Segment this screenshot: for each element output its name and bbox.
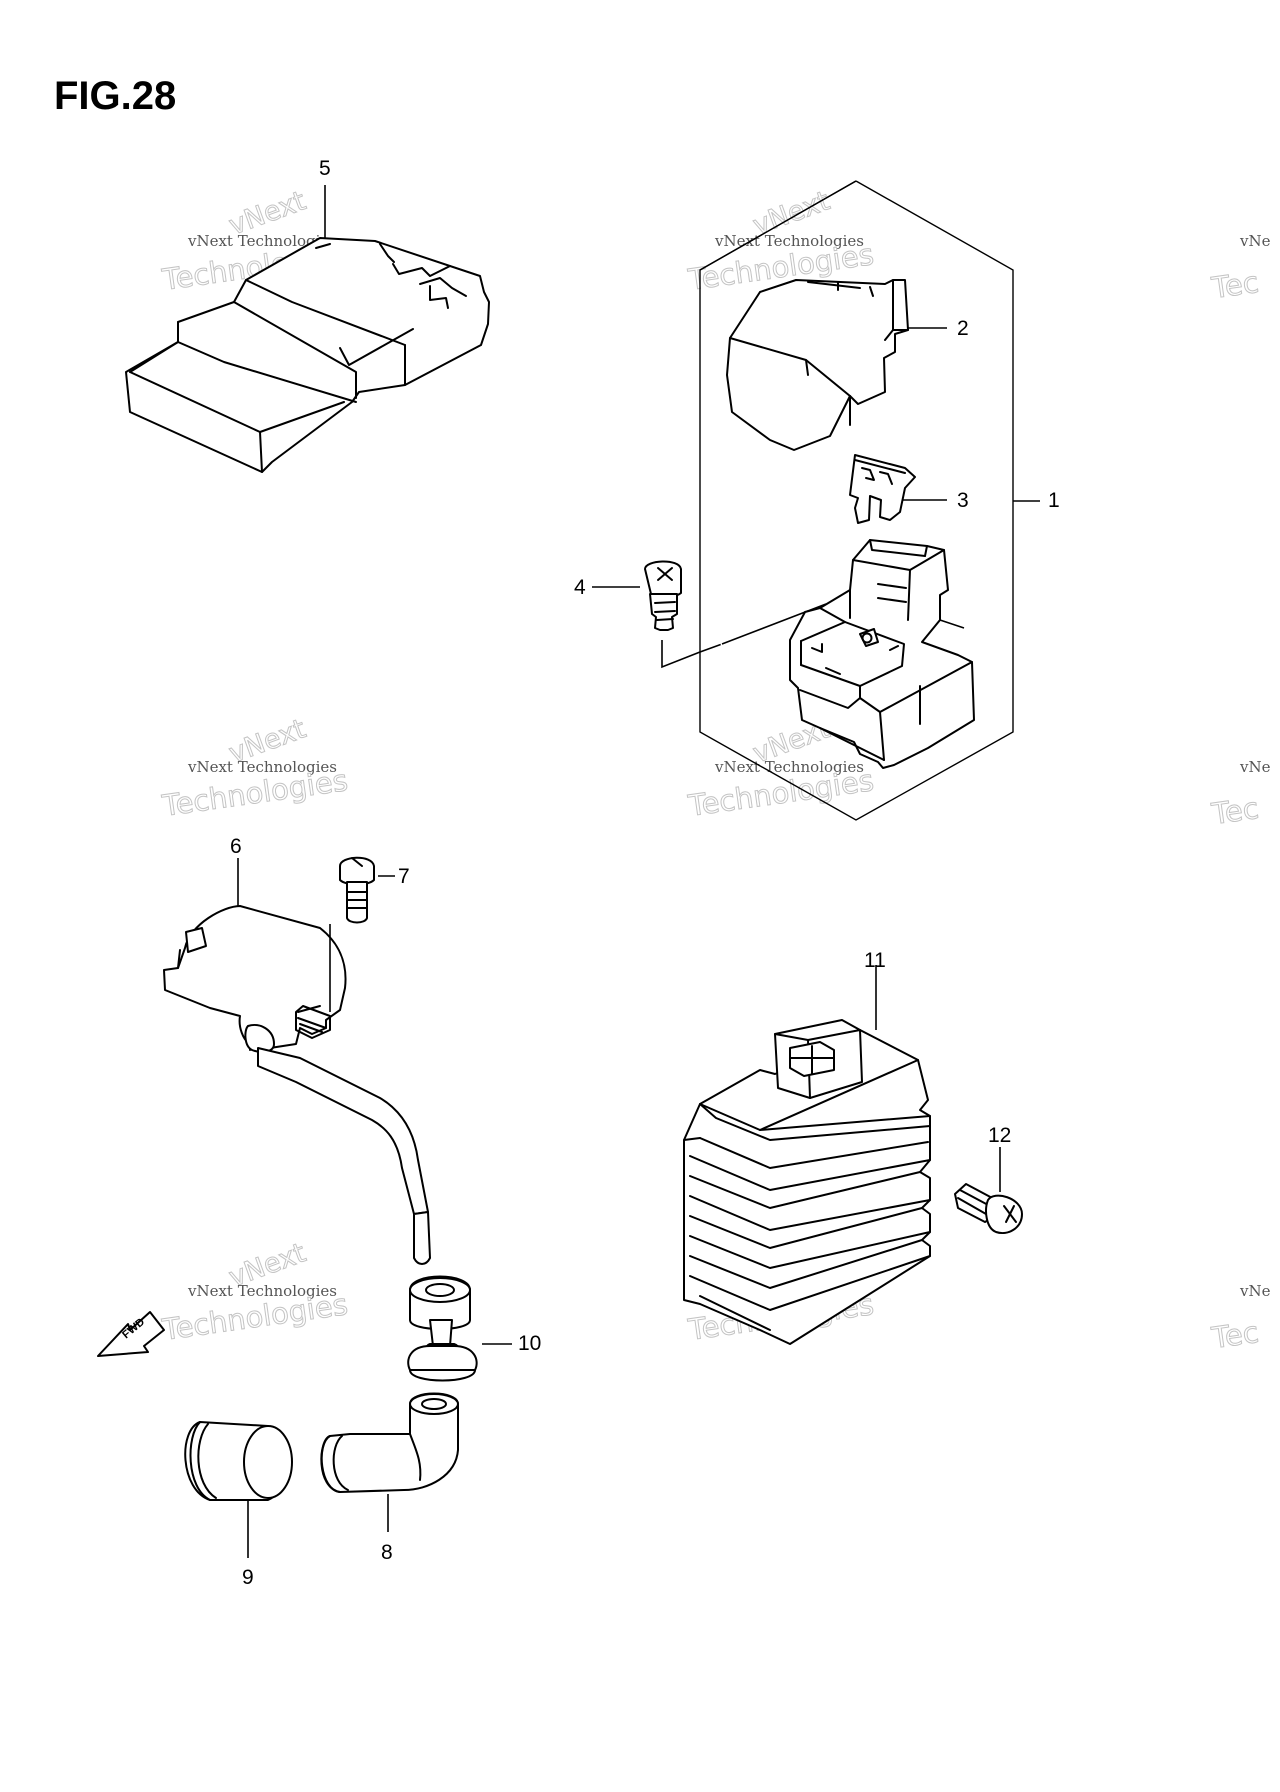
callout-1: 1 [1048,489,1060,512]
part-9-plug-cap[interactable] [184,1421,293,1558]
part-4-screw[interactable] [592,560,827,669]
part-5-ecm-unit[interactable] [125,185,490,473]
callout-10: 10 [518,1332,542,1355]
part-10-grommet[interactable] [407,1275,512,1382]
part-11-regulator[interactable] [683,965,931,1345]
figure-title: FIG.28 [54,74,177,118]
callout-11: 11 [864,949,886,972]
callout-6: 6 [230,835,242,858]
part-2-cap[interactable] [726,279,947,451]
callout-9: 9 [242,1566,254,1589]
part-8-elbow-cap[interactable] [320,1392,459,1533]
callout-5: 5 [319,157,331,180]
callout-12: 12 [988,1124,1012,1147]
callout-4: 4 [574,576,586,599]
fwd-arrow-icon: FWD [97,1311,165,1357]
callout-8: 8 [381,1541,393,1564]
callout-7: 7 [398,865,410,888]
part-6-ignition-coil[interactable] [163,858,431,1265]
callout-2: 2 [957,317,969,340]
part-1-starter-relay[interactable] [789,500,1040,769]
part-3-fuse[interactable] [849,454,947,524]
part-1-frame [699,180,1014,821]
part-12-screw[interactable] [954,1147,1023,1234]
callout-3: 3 [957,489,969,512]
part-7-bolt[interactable] [329,856,395,1012]
